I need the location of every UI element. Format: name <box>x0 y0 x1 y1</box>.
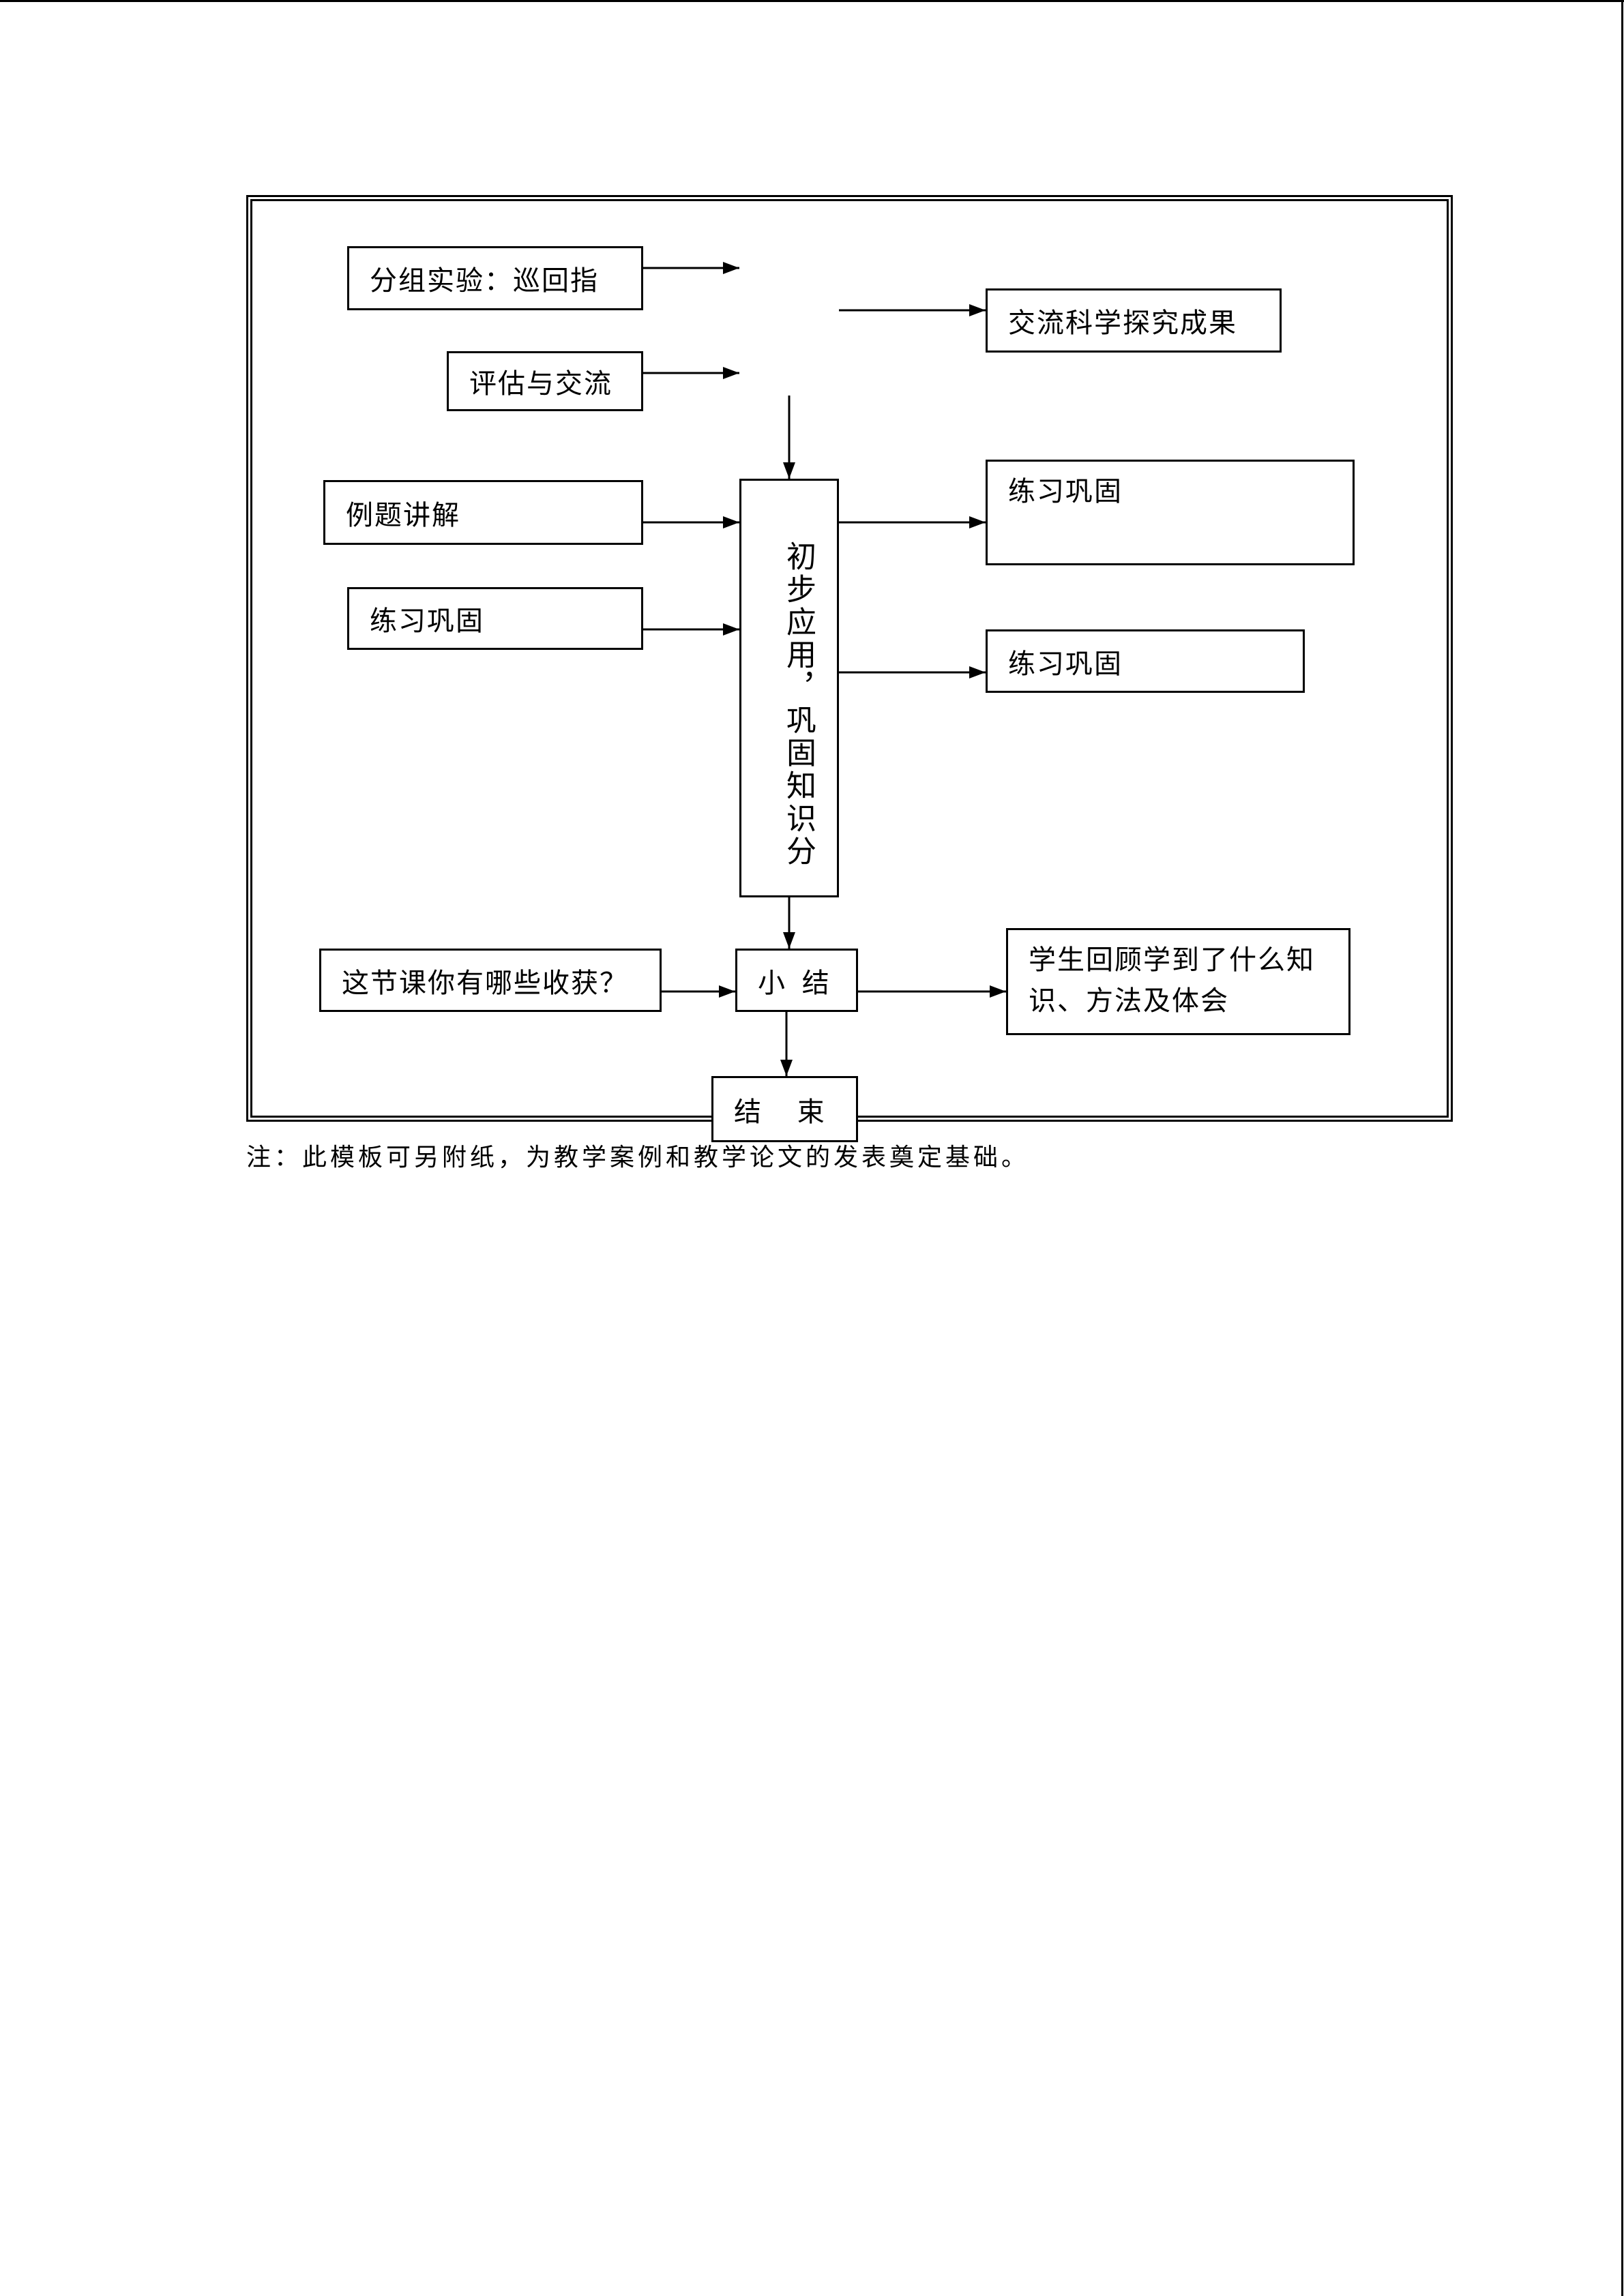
node-evaluate-exchange: 评估与交流 <box>447 351 643 411</box>
node-evaluate-exchange-label: 评估与交流 <box>469 368 612 400</box>
node-practice-left: 练习巩固 <box>347 587 643 650</box>
node-summary: 小 结 <box>735 949 858 1012</box>
node-practice-left-label: 练习巩固 <box>370 606 484 637</box>
node-end-label: 结 束 <box>734 1096 838 1128</box>
node-practice-right-1-label: 练习巩固 <box>1008 476 1123 507</box>
node-practice-right-1: 练习巩固 <box>986 460 1355 565</box>
node-question: 这节课你有哪些收获？ <box>319 949 662 1012</box>
node-practice-right-2: 练习巩固 <box>986 629 1305 693</box>
node-exchange-results-label: 交流科学探究成果 <box>1008 308 1237 339</box>
node-question-label: 这节课你有哪些收获？ <box>342 967 628 999</box>
page-top-edge <box>0 0 1624 2</box>
node-application: 初步应用，巩固知识分 <box>739 479 839 897</box>
node-practice-right-2-label: 练习巩固 <box>1008 648 1123 680</box>
page-right-edge <box>1621 0 1623 2296</box>
node-exchange-results: 交流科学探究成果 <box>986 288 1282 353</box>
node-example-explanation: 例题讲解 <box>323 480 643 545</box>
node-summary-label: 小 结 <box>758 967 833 999</box>
node-example-explanation-label: 例题讲解 <box>346 499 460 531</box>
node-review: 学生回顾学到了什么知识、方法及体会 <box>1006 928 1350 1035</box>
footnote: 注：此模板可另附纸，为教学案例和教学论文的发表奠定基础。 <box>246 1144 1030 1172</box>
node-group-experiment-label: 分组实验：巡回指 <box>370 265 599 297</box>
node-end: 结 束 <box>711 1076 858 1142</box>
node-group-experiment: 分组实验：巡回指 <box>347 246 643 310</box>
node-application-label: 初步应用，巩固知识分 <box>781 541 816 868</box>
node-review-label: 学生回顾学到了什么知识、方法及体会 <box>1029 944 1315 1017</box>
